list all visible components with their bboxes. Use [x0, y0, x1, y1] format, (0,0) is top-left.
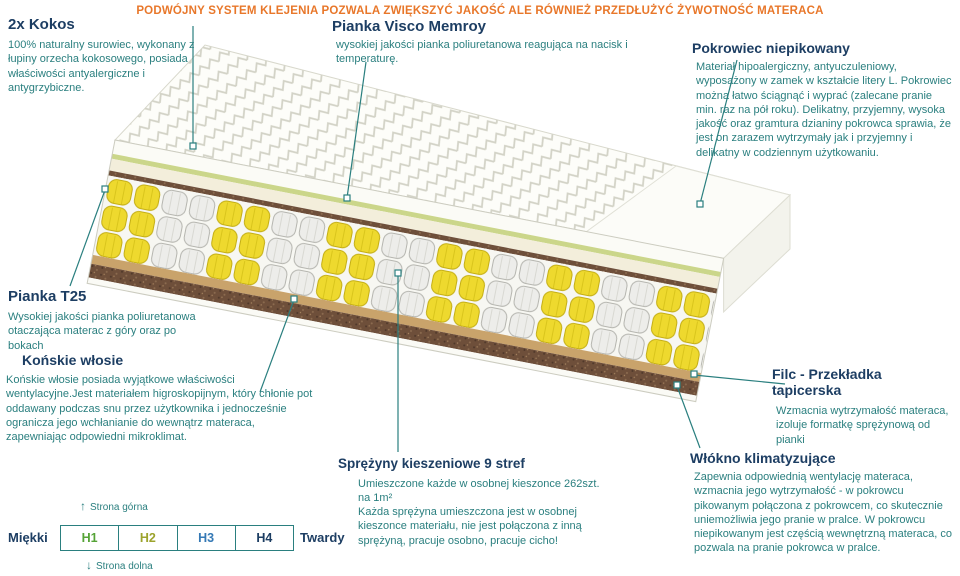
section-body-kokos: 100% naturalny surowiec, wykonany z łupi… — [8, 39, 195, 94]
visco-layer — [111, 153, 721, 277]
coir-layer-top — [108, 170, 718, 294]
firmness-level-h1: H1 — [61, 526, 120, 550]
section-title-wlokno: Włókno klimatyzujące — [690, 450, 836, 466]
callout-marker-pianka-t25 — [101, 185, 109, 193]
callout-marker-visco — [343, 194, 351, 202]
callout-lines — [69, 26, 786, 452]
bottom-edge-layer — [87, 277, 697, 402]
top-side-indicator: ↑ Strona górna — [80, 497, 148, 515]
section-title-filc: Filc - Przekładka tapicerska — [772, 366, 882, 398]
soft-label: Miękki — [8, 530, 48, 545]
felt-layer — [90, 254, 702, 382]
section-title-kokos: 2x Kokos — [8, 16, 75, 33]
zigzag-foam-top — [115, 45, 676, 232]
section-body-sprezyny-top: Umieszczone każde w osobnej kieszonce 26… — [358, 478, 600, 505]
callout-markers — [101, 142, 704, 389]
callout-line-filc — [693, 374, 786, 385]
t25-foam-layer — [109, 158, 720, 289]
section-title-visco: Pianka Visco Memroy — [332, 18, 486, 35]
section-body-filc: Wzmacnia wytrzymałość materaca, izoluje … — [776, 405, 949, 446]
section-body-konskie-wlosie: Końskie włosie posiada wyjątkowe właściw… — [6, 374, 313, 444]
firmness-level-h4: H4 — [256, 531, 273, 545]
callout-marker-sprezyny — [394, 269, 402, 277]
pocket-springs-layer — [93, 176, 716, 373]
firmness-level-h3: H3 — [178, 526, 236, 550]
callout-line-konskie — [259, 299, 295, 393]
section-body-pianka-t25: Wysokiej jakości pianka poliuretanowa ot… — [8, 311, 196, 352]
coir-layer-bottom — [88, 263, 700, 396]
section-body-pokrowiec: Materiał hipoalergiczny, antyuczuleniowy… — [696, 61, 952, 159]
mattress-front-face — [86, 139, 725, 403]
callout-marker-konskie — [290, 295, 298, 303]
up-arrow-icon: ↑ — [80, 499, 86, 513]
firmness-scale: H1 H2 H3 H4 — [60, 525, 294, 551]
down-arrow-icon: ↓ — [86, 558, 92, 572]
mattress-top-surface — [114, 44, 791, 259]
callout-marker-banner — [189, 142, 197, 150]
section-title-sprezyny: Sprężyny kieszeniowe 9 stref — [338, 456, 525, 471]
callout-line-visco — [346, 61, 367, 199]
section-body-wlokno: Zapewnia odpowiednią wentylację materaca… — [694, 471, 953, 555]
section-title-konskie-wlosie: Końskie włosie — [22, 352, 124, 368]
firmness-level-h2: H2 — [119, 526, 178, 550]
section-body-sprezyny-bottom: Każda sprężyna umieszczona jest w osobne… — [358, 506, 582, 547]
section-title-pokrowiec: Pokrowiec niepikowany — [692, 40, 850, 56]
hard-label: Twardy — [300, 530, 345, 545]
top-side-label: Strona górna — [90, 502, 148, 513]
callout-marker-wlokno — [673, 381, 681, 389]
callout-line-pokrowiec — [699, 59, 738, 205]
callout-marker-filc — [690, 370, 698, 378]
callout-marker-pokrowiec — [696, 200, 704, 208]
bottom-side-label: Strona dolna — [96, 561, 153, 572]
bottom-side-indicator: ↓ Strona dolna — [86, 556, 153, 574]
section-title-pianka-t25: Pianka T25 — [8, 288, 87, 305]
foam-edge-layer — [112, 140, 724, 273]
banner-text: PODWÓJNY SYSTEM KLEJENIA POZWALA ZWIĘKSZ… — [136, 5, 824, 17]
callout-line-pianka-t25 — [69, 189, 106, 287]
cover-side-drape — [723, 193, 791, 314]
callout-line-wlokno — [676, 385, 701, 449]
section-body-visco: wysokiej jakości pianka poliuretanowa re… — [336, 39, 628, 66]
